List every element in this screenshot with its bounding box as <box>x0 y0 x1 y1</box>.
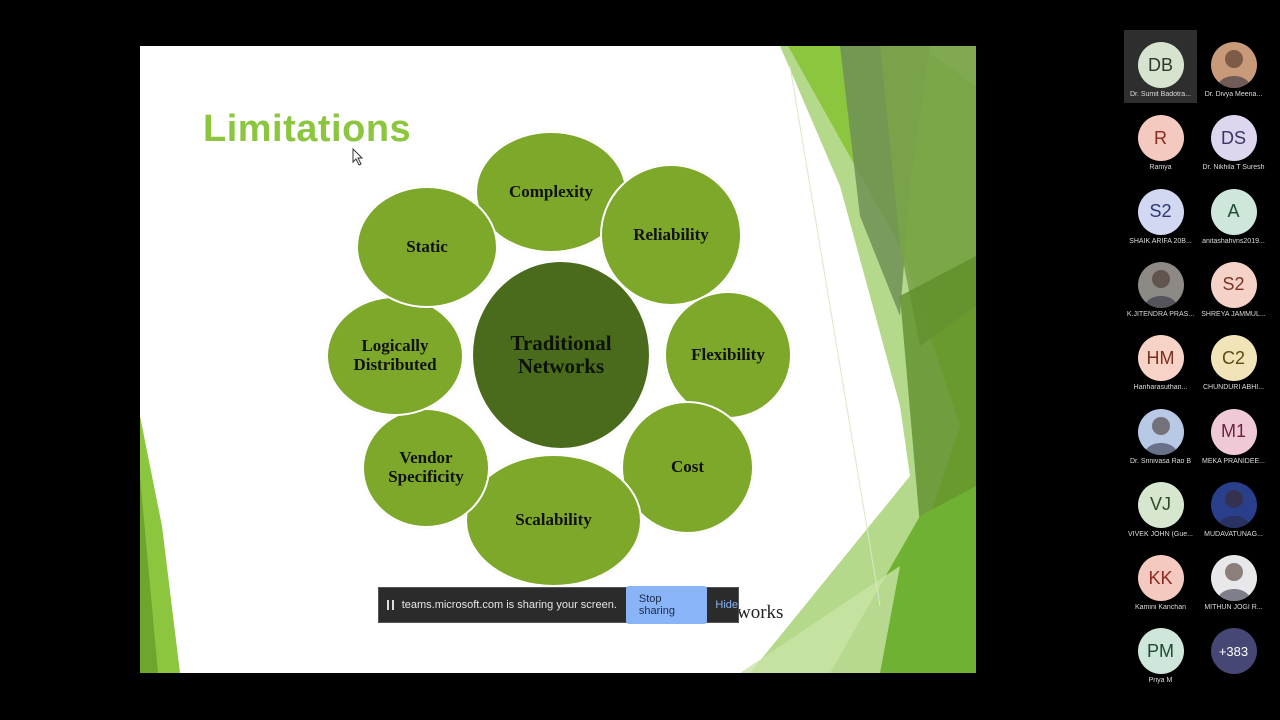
hide-button[interactable]: Hide <box>715 599 738 611</box>
participant-photo <box>1210 42 1257 88</box>
participant-initials: DS <box>1220 127 1246 148</box>
participant-tile[interactable]: DS Dr. Nikhila T Suresh <box>1197 103 1270 176</box>
participant-tile[interactable]: +383 <box>1197 616 1270 689</box>
participant-name: Dr. Srinivasa Rao B <box>1129 457 1192 465</box>
participant-initials: DB <box>1147 54 1173 75</box>
participant-avatar: S2 <box>1210 261 1257 308</box>
participant-avatar: DS <box>1210 115 1257 162</box>
participant-name: Dr. Nikhila T Suresh <box>1202 164 1265 172</box>
participant-initials: S2 <box>1149 201 1172 222</box>
bubble-vendor-specificity: Vendor Specificity <box>362 408 490 528</box>
participant-initials: R <box>1154 127 1167 148</box>
bubble-static: Static <box>356 186 498 308</box>
participant-initials: S2 <box>1222 274 1245 295</box>
participant-initials: M1 <box>1220 421 1246 441</box>
slide-title: Limitations <box>203 108 412 150</box>
participants-panel: DB Dr. Sumit Badotra... Dr. Divya Meena...… <box>1124 30 1272 690</box>
participant-name: CHUNDURI ABHI... <box>1202 384 1265 392</box>
participant-avatar: C2 <box>1210 335 1257 382</box>
share-message: teams.microsoft.com is sharing your scre… <box>401 599 617 611</box>
participant-avatar: S2 <box>1137 188 1184 235</box>
bubble-logically-distributed: Logically Distributed <box>326 296 464 416</box>
participant-initials: +383 <box>1218 643 1249 659</box>
participant-name: MITHUN JOGI R... <box>1204 604 1263 612</box>
participant-initials: KK <box>1148 567 1173 588</box>
participant-name: Dr. Divya Meena... <box>1204 91 1263 98</box>
participant-initials: VJ <box>1149 494 1171 515</box>
participant-avatar: M1 <box>1210 408 1257 455</box>
stop-sharing-button[interactable]: Stop sharing <box>625 586 708 624</box>
participant-tile[interactable]: HM Hariharasuthan... <box>1124 323 1197 396</box>
participant-name: anitashahvns2019... <box>1202 237 1265 245</box>
participant-initials: PM <box>1147 640 1174 661</box>
mouse-cursor-icon <box>352 148 364 166</box>
participant-tile[interactable]: KK Kamini Kanchan <box>1124 543 1197 616</box>
screen-share-bar: teams.microsoft.com is sharing your scre… <box>378 586 739 624</box>
participant-tile[interactable]: Dr. Divya Meena... <box>1197 30 1270 103</box>
bubble-traditional-networks: Traditional Networks <box>471 260 651 450</box>
participant-initials: C2 <box>1221 347 1245 368</box>
participant-photo <box>1137 408 1184 455</box>
participant-avatar: KK <box>1137 555 1184 602</box>
participant-name: SHAIK ARIFA 20B... <box>1129 237 1192 245</box>
participant-name: K.JITENDRA PRAS... <box>1126 310 1195 318</box>
participant-name: Kamini Kanchan <box>1135 604 1186 612</box>
participant-name: VIVEK JOHN (Gue... <box>1128 530 1193 538</box>
participant-name: Hariharasuthan... <box>1133 384 1188 392</box>
participant-avatar: HM <box>1137 335 1184 382</box>
participant-name: SHREYA JAMMUL... <box>1201 310 1266 318</box>
participant-avatar: A <box>1210 188 1257 235</box>
participant-tile[interactable]: VJ VIVEK JOHN (Gue... <box>1124 470 1197 543</box>
bubble-reliability: Reliability <box>600 164 742 306</box>
pause-icon <box>387 600 394 610</box>
slide-decoration <box>140 46 976 673</box>
participant-tile[interactable]: K.JITENDRA PRAS... <box>1124 250 1197 323</box>
participant-name: MUDAVATUNAG... <box>1204 530 1263 538</box>
participant-tile[interactable]: PM Priya M <box>1124 616 1197 689</box>
participant-photo <box>1210 555 1257 602</box>
participant-initials: A <box>1227 201 1240 222</box>
bubble-flexibility: Flexibility <box>664 291 792 419</box>
participant-avatar: DB <box>1137 42 1184 88</box>
bubble-scalability: Scalability <box>465 454 642 587</box>
shared-slide: Limitations Traditional Networks Complex… <box>140 46 976 673</box>
slide-footer-text: works <box>737 602 784 623</box>
participant-avatar: R <box>1137 115 1184 162</box>
participant-tile[interactable]: DB Dr. Sumit Badotra... <box>1124 30 1197 103</box>
participant-tile[interactable]: R Ramya <box>1124 103 1197 176</box>
participant-name: Priya M <box>1148 677 1173 685</box>
participant-photo <box>1137 261 1184 308</box>
participant-tile[interactable]: Dr. Srinivasa Rao B <box>1124 397 1197 470</box>
participant-avatar: PM <box>1137 628 1184 675</box>
participant-avatar: VJ <box>1137 481 1184 528</box>
participant-initials: HM <box>1146 347 1175 368</box>
participant-tile[interactable]: MUDAVATUNAG... <box>1197 470 1270 543</box>
participant-name: Dr. Sumit Badotra... <box>1129 91 1192 98</box>
participant-name: MEKA PRANIDEE... <box>1201 457 1266 465</box>
participant-photo <box>1210 481 1257 528</box>
participant-tile[interactable]: MITHUN JOGI R... <box>1197 543 1270 616</box>
participant-avatar: +383 <box>1210 628 1257 675</box>
participant-name: Ramya <box>1149 164 1172 172</box>
bubble-cost: Cost <box>621 401 754 534</box>
